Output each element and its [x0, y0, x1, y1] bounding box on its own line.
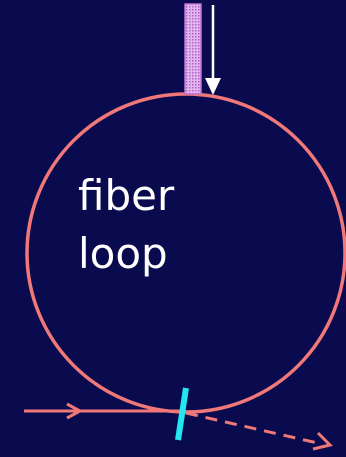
output-fiber-dashed	[185, 411, 333, 451]
fiber-loop-circle	[25, 92, 346, 414]
input-pulse-arrow	[205, 5, 221, 95]
loop-label-line2: loop	[78, 229, 168, 278]
loop-label-line1: fiber	[78, 171, 175, 220]
injector-block	[184, 3, 202, 95]
coupler-mirror	[175, 387, 189, 441]
input-fiber-line	[24, 402, 186, 420]
